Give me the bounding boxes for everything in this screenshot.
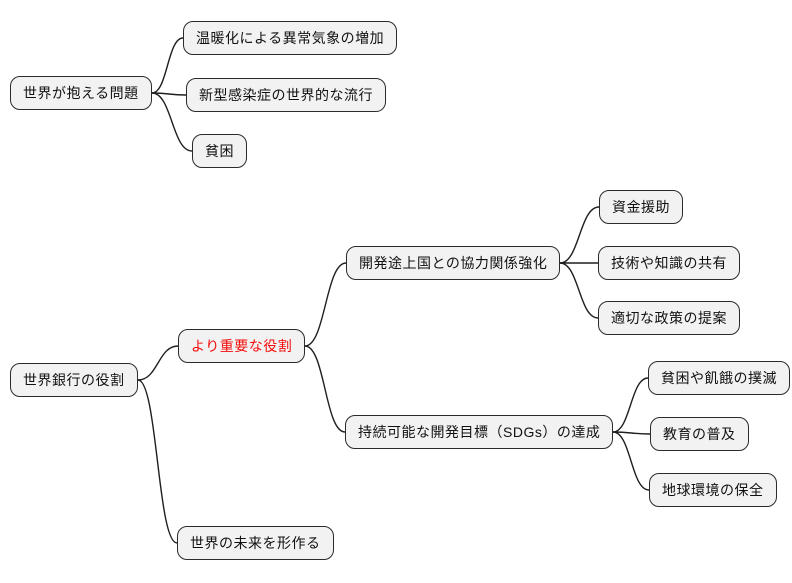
edge-sdgs-achievement-education-spread <box>612 431 651 435</box>
mindmap-node-financial-aid: 資金援助 <box>599 190 683 224</box>
edge-developing-cooperation-policy-proposal <box>559 262 599 319</box>
edge-more-important-role-developing-cooperation <box>304 262 347 347</box>
mindmap-node-policy-proposal: 適切な政策の提案 <box>598 301 740 335</box>
edge-sdgs-achievement-end-poverty-hunger <box>612 377 649 433</box>
mindmap-node-pandemic: 新型感染症の世界的な流行 <box>186 78 386 112</box>
edge-world-bank-role-shape-future <box>137 379 178 544</box>
mindmap-node-end-poverty-hunger: 貧困や飢餓の撲滅 <box>648 361 790 395</box>
mindmap-node-shape-future: 世界の未来を形作る <box>177 526 334 560</box>
edge-world-bank-role-more-important-role <box>137 345 179 381</box>
mindmap-node-world-bank-role: 世界銀行の役割 <box>10 363 138 397</box>
edge-world-problems-abnormal-weather <box>151 37 184 94</box>
mindmap-node-sdgs-achievement: 持続可能な開発目標（SDGs）の達成 <box>345 415 614 449</box>
mindmap-node-developing-cooperation: 開発途上国との協力関係強化 <box>346 246 561 280</box>
mindmap-node-poverty: 貧困 <box>192 134 247 168</box>
mindmap-node-more-important-role: より重要な役割 <box>178 329 306 363</box>
mindmap-node-environment-protection: 地球環境の保全 <box>649 473 777 507</box>
edge-world-problems-pandemic <box>151 92 187 96</box>
mindmap-node-education-spread: 教育の普及 <box>650 417 749 451</box>
edge-more-important-role-sdgs-achievement <box>304 345 346 433</box>
mindmap-node-knowledge-sharing: 技術や知識の共有 <box>598 246 740 280</box>
mindmap-node-world-problems: 世界が抱える問題 <box>10 76 152 110</box>
edge-sdgs-achievement-environment-protection <box>612 431 650 491</box>
edge-developing-cooperation-financial-aid <box>559 206 600 264</box>
mindmap-node-abnormal-weather: 温暖化による異常気象の増加 <box>183 21 398 55</box>
